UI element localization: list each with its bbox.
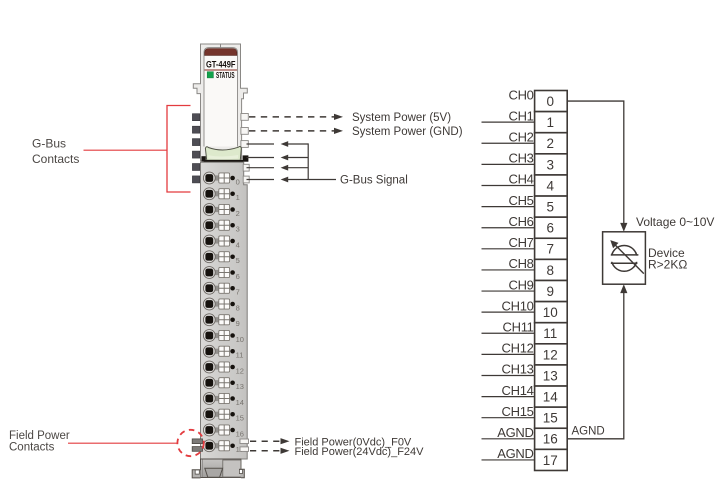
svg-text:8: 8: [236, 303, 240, 312]
svg-text:10: 10: [236, 335, 244, 344]
svg-text:System Power (GND): System Power (GND): [352, 126, 463, 138]
svg-text:Field Power(0Vdc)_F0V: Field Power(0Vdc)_F0V: [295, 436, 412, 448]
svg-text:Device: Device: [648, 246, 685, 260]
svg-text:15: 15: [236, 414, 244, 423]
svg-text:0: 0: [547, 94, 555, 109]
svg-text:14: 14: [543, 389, 559, 404]
svg-text:CH10: CH10: [502, 298, 534, 313]
svg-text:G-Bus: G-Bus: [32, 137, 66, 151]
svg-text:CH8: CH8: [508, 256, 533, 271]
svg-text:CH13: CH13: [502, 362, 534, 377]
svg-text:GT-449F: GT-449F: [206, 60, 236, 71]
svg-text:CH9: CH9: [508, 277, 533, 292]
svg-text:10: 10: [543, 305, 558, 320]
svg-text:7: 7: [236, 288, 240, 297]
svg-text:AGND: AGND: [497, 425, 533, 440]
svg-text:6: 6: [547, 221, 555, 236]
svg-text:Contacts: Contacts: [32, 152, 79, 166]
svg-text:2: 2: [236, 209, 240, 218]
svg-text:CH14: CH14: [502, 383, 534, 398]
svg-text:13: 13: [236, 382, 244, 391]
svg-text:16: 16: [543, 432, 558, 447]
svg-text:17: 17: [543, 453, 558, 468]
svg-text:1: 1: [236, 193, 240, 202]
svg-text:13: 13: [543, 368, 558, 383]
svg-text:5: 5: [236, 256, 240, 265]
svg-text:11: 11: [543, 326, 557, 341]
svg-text:16: 16: [236, 429, 244, 438]
svg-text:14: 14: [236, 398, 244, 407]
svg-text:15: 15: [543, 411, 558, 426]
svg-text:AGND: AGND: [497, 446, 533, 461]
svg-text:3: 3: [547, 157, 555, 172]
svg-text:CH3: CH3: [508, 151, 533, 166]
svg-text:R>2KΩ: R>2KΩ: [648, 257, 687, 271]
svg-text:Contacts: Contacts: [9, 442, 55, 454]
svg-text:CH0: CH0: [508, 87, 533, 102]
svg-text:0: 0: [236, 177, 240, 186]
svg-text:CH4: CH4: [508, 172, 533, 187]
svg-text:AGND: AGND: [572, 426, 605, 438]
svg-text:3: 3: [236, 225, 240, 234]
svg-text:CH12: CH12: [502, 341, 534, 356]
svg-text:CH1: CH1: [508, 108, 533, 123]
svg-text:9: 9: [236, 319, 240, 328]
svg-text:Field Power: Field Power: [9, 430, 70, 442]
svg-text:Field Power(24Vdc)_F24V: Field Power(24Vdc)_F24V: [295, 446, 425, 458]
svg-text:4: 4: [547, 178, 555, 193]
svg-text:5: 5: [547, 200, 555, 215]
svg-text:G-Bus Signal: G-Bus Signal: [340, 175, 408, 187]
svg-text:System Power (5V): System Power (5V): [352, 112, 451, 124]
svg-text:STATUS: STATUS: [216, 70, 235, 80]
svg-text:Voltage 0~10V: Voltage 0~10V: [636, 215, 714, 229]
svg-text:CH6: CH6: [508, 214, 533, 229]
svg-text:CH7: CH7: [508, 235, 533, 250]
svg-text:9: 9: [547, 284, 555, 299]
svg-text:12: 12: [236, 366, 244, 375]
svg-text:8: 8: [547, 263, 555, 278]
svg-text:6: 6: [236, 272, 240, 281]
svg-text:CH5: CH5: [508, 193, 533, 208]
svg-text:12: 12: [543, 347, 558, 362]
svg-text:7: 7: [547, 242, 555, 257]
svg-text:4: 4: [236, 240, 240, 249]
svg-text:CH11: CH11: [503, 319, 534, 334]
svg-text:CH15: CH15: [502, 404, 534, 419]
svg-text:1: 1: [547, 115, 555, 130]
svg-text:11: 11: [236, 351, 244, 360]
svg-text:2: 2: [547, 136, 555, 151]
svg-text:CH2: CH2: [508, 129, 533, 144]
